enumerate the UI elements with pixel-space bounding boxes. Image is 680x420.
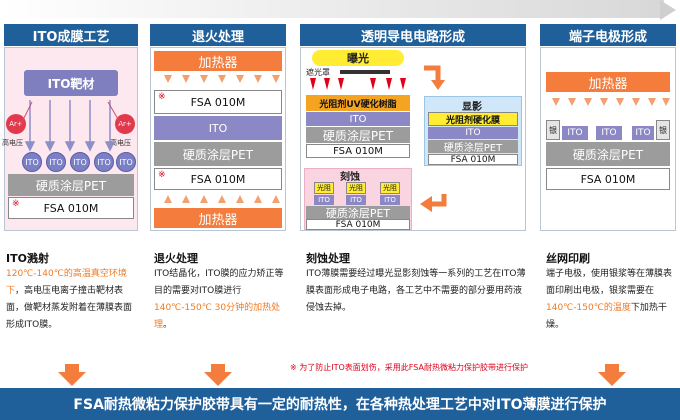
silver-electrode: 银	[546, 120, 560, 140]
fsa-label: FSA 010M	[190, 95, 246, 109]
step4-title: 丝网印刷	[546, 252, 590, 265]
note-mark: ※	[158, 170, 166, 180]
ito-layer: ITO	[428, 127, 518, 139]
header-step2: 退火处理	[150, 24, 286, 46]
exposure-arrows-icon	[310, 78, 406, 90]
ito-segment: ITO	[314, 195, 334, 205]
down-arrow-icon	[204, 364, 232, 386]
resist-segment: 光阻	[380, 182, 400, 194]
ito-layer: ITO	[306, 112, 410, 126]
heat-arrows-down-icon	[154, 73, 282, 85]
step2-desc-a: ITO结晶化，ITO膜的应力矫正等目的需要对ITO膜进行	[154, 269, 284, 296]
down-arrow-icon	[598, 364, 626, 386]
process-flow-arrow-icon	[420, 194, 447, 212]
pet-layer: 硬质涂层PET	[306, 206, 410, 220]
argon-ion-icon: Ar+	[6, 114, 26, 134]
ito-segment: ITO	[380, 195, 400, 205]
fsa-layer: FSA 010M	[306, 144, 410, 158]
step4-desc-a: 端子电极，使用银浆等在薄膜表面印刷出电极，银浆需要在	[546, 269, 673, 296]
ito-particle-icon: ITO	[70, 152, 90, 172]
header-step1: ITO成膜工艺	[4, 24, 138, 46]
step2-desc-highlight: 140℃-150℃ 30分钟的加热处理	[154, 303, 281, 330]
fsa-layer-bottom: ※ FSA 010M	[154, 168, 282, 190]
develop-label: 显影	[462, 102, 482, 113]
step4-desc-b: 下加热干燥。	[546, 303, 667, 330]
fsa-layer: FSA 010M	[546, 168, 670, 190]
header-step3: 透明导电电路形成	[300, 24, 526, 46]
step1-description: 120℃-140℃的高温真空环境下，高电压电离子撞击靶材表面，做靶材蒸发附着在薄…	[6, 266, 138, 334]
exposure-light: 曝光	[312, 50, 404, 66]
resist-segment: 光阻	[314, 182, 334, 194]
heat-arrows-down-icon	[546, 96, 670, 110]
ito-particle-icon: ITO	[22, 152, 42, 172]
ito-segment: ITO	[346, 195, 366, 205]
heat-arrows-up-icon	[154, 193, 282, 205]
ito-segment: ITO	[632, 126, 654, 140]
fsa-layer: ※ FSA 010M	[8, 197, 134, 219]
ito-target: ITO靶材	[24, 70, 118, 96]
down-arrow-icon	[58, 364, 86, 386]
fsa-label: FSA 010M	[43, 201, 99, 215]
mask-label: 遮光罩	[306, 68, 330, 77]
process-bar	[0, 0, 664, 18]
fsa-layer: FSA 010M	[428, 154, 518, 165]
fsa-layer-top: ※ FSA 010M	[154, 90, 282, 114]
cured-resist-layer: 光阻剂硬化膜	[428, 112, 518, 126]
ito-particle-icon: ITO	[46, 152, 66, 172]
step2-title: 退火处理	[154, 252, 198, 265]
step1-desc-rest: ，高电压电离子撞击靶材表面，做靶材蒸发附着在薄膜表面形成ITO膜。	[6, 286, 133, 330]
voltage-label: 高电压	[2, 139, 23, 147]
process-arrow-icon	[660, 0, 676, 20]
pet-layer: 硬质涂层PET	[428, 140, 518, 154]
pet-layer: 硬质涂层PET	[306, 127, 410, 143]
pet-layer: 硬质涂层PET	[154, 142, 282, 166]
voltage-label: 高电压	[110, 139, 131, 147]
process-flow-arrow-icon	[424, 65, 445, 90]
fsa-layer: FSA 010M	[306, 219, 410, 230]
heater-top: 加热器	[546, 72, 670, 92]
sputter-arrows-icon	[20, 100, 122, 152]
step3-title: 刻蚀处理	[306, 252, 350, 265]
pet-layer: 硬质涂层PET	[8, 174, 134, 196]
ito-segment: ITO	[596, 126, 622, 140]
ito-segment: ITO	[562, 126, 588, 140]
ito-layer: ITO	[154, 116, 282, 140]
etch-label: 刻蚀	[340, 172, 360, 183]
mask-bar	[340, 70, 390, 74]
ito-particle-icon: ITO	[94, 152, 114, 172]
fsa-label: FSA 010M	[190, 172, 246, 186]
heater-top: 加热器	[154, 51, 282, 71]
footer-banner: FSA耐热微粘力保护胶带具有一定的耐热性，在各种热处理工艺中对ITO薄膜进行保护	[0, 388, 680, 420]
heater-bottom: 加热器	[154, 208, 282, 228]
note-mark: ※	[12, 199, 20, 209]
ito-particle-icon: ITO	[116, 152, 136, 172]
step1-title: ITO溅射	[6, 252, 49, 265]
protection-note: ※ 为了防止ITO表面划伤，采用此FSA耐热微粘力保护胶带进行保护	[290, 363, 528, 372]
silver-electrode: 银	[656, 120, 670, 140]
step4-description: 端子电极，使用银浆等在薄膜表面印刷出电极，银浆需要在 140℃-150℃的温度下加…	[546, 266, 676, 334]
step3-description: ITO薄膜需要经过曝光显影刻蚀等一系列的工艺在ITO薄膜表面形成电子电路，各工艺…	[306, 269, 526, 313]
step1-desc-highlight: 120℃-140℃的高温真空环境下	[6, 269, 127, 296]
step4-desc-highlight: 140℃-150℃的温度	[546, 303, 631, 313]
header-step4: 端子电极形成	[540, 24, 676, 46]
photoresist-layer: 光阻剂UV硬化树脂	[306, 95, 410, 111]
step2-description: ITO结晶化，ITO膜的应力矫正等目的需要对ITO膜进行 140℃-150℃ 30…	[154, 266, 286, 334]
argon-ion-icon: Ar+	[115, 114, 135, 134]
step2-desc-b: 。	[163, 320, 173, 330]
resist-segment: 光阻	[346, 182, 366, 194]
note-mark: ※	[158, 92, 166, 102]
pet-layer: 硬质涂层PET	[546, 142, 670, 166]
